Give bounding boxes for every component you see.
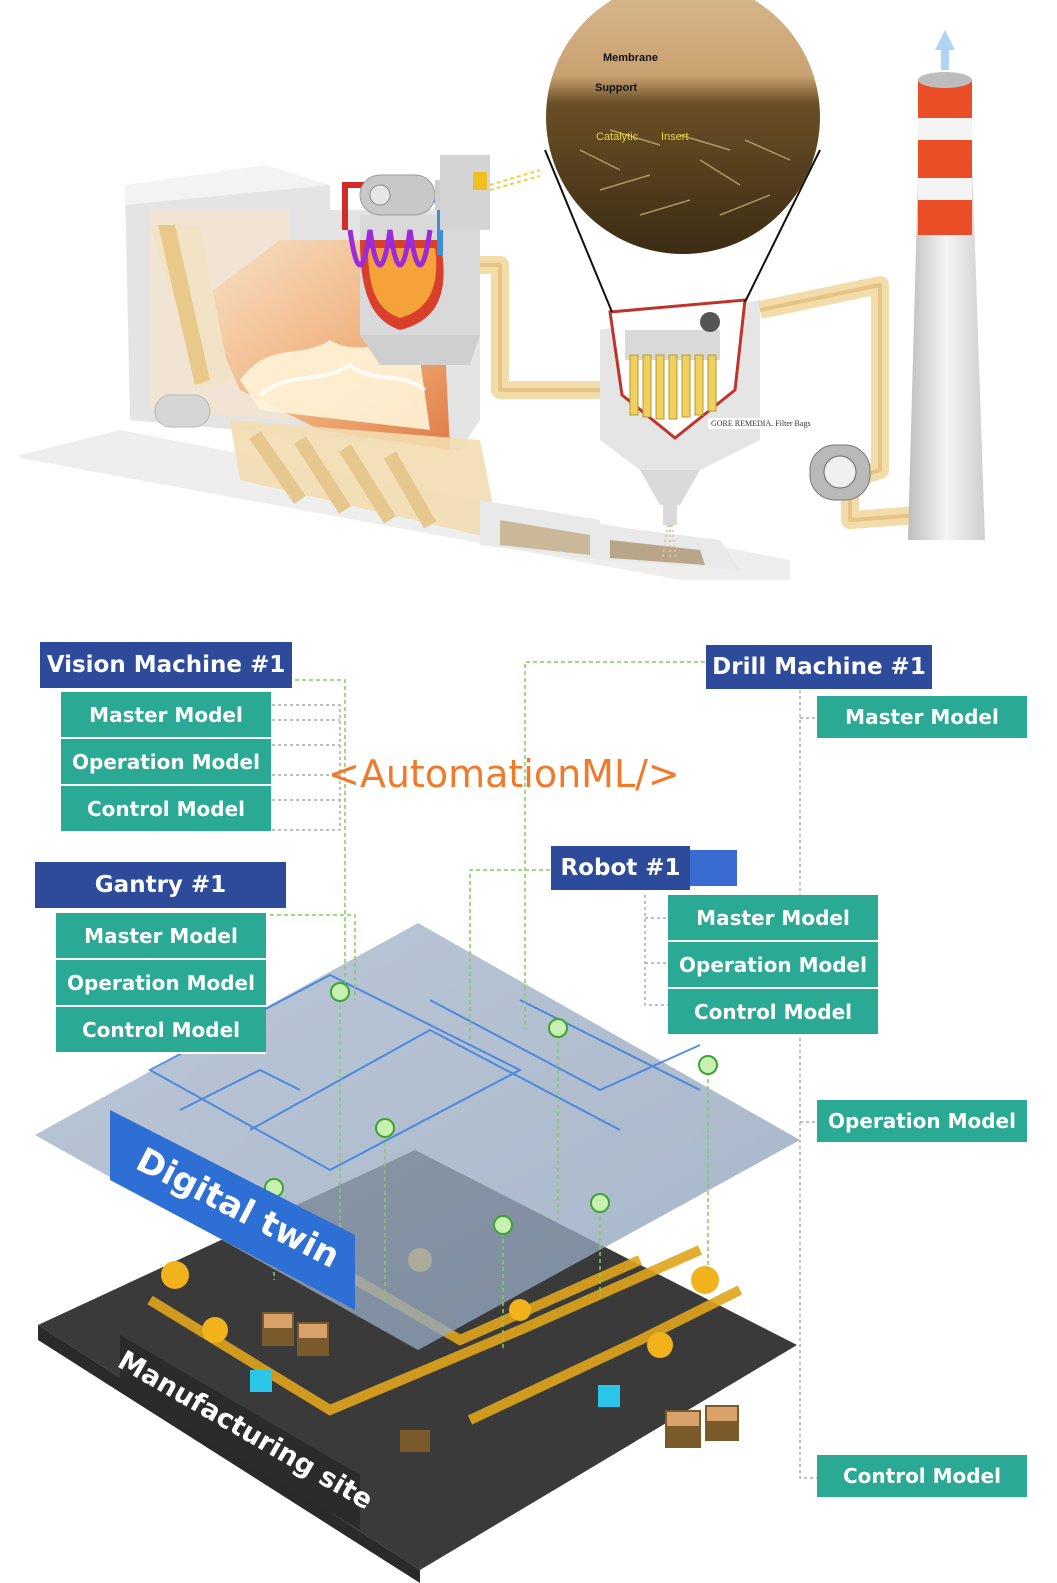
- factory-illustration: [35, 661, 818, 1583]
- automationml-label: <AutomationML/>: [328, 752, 680, 796]
- robot-master-model: Master Model: [668, 895, 878, 942]
- membrane-label: Membrane: [603, 52, 659, 64]
- robot-control-model: Control Model: [668, 989, 878, 1036]
- drill-control-model: Control Model: [817, 1455, 1027, 1499]
- filter-bags-tag: GORE REMEDIA. Filter Bags: [708, 418, 814, 429]
- catalytic-label: Catalytic: [596, 131, 639, 143]
- vision-operation-model: Operation Model: [61, 739, 271, 786]
- vision-master-model: Master Model: [61, 692, 271, 739]
- drill-operation-model: Operation Model: [817, 1100, 1027, 1144]
- drill-master-model: Master Model: [817, 696, 1027, 740]
- incinerator-illustration: [20, 0, 985, 580]
- drill-machine-header: Drill Machine #1: [706, 645, 932, 689]
- support-label: Support: [595, 82, 638, 94]
- gantry-header: Gantry #1: [35, 862, 286, 908]
- gantry-control-model: Control Model: [56, 1007, 266, 1054]
- vision-machine-header: Vision Machine #1: [40, 642, 292, 688]
- gantry-master-model: Master Model: [56, 913, 266, 960]
- robot-operation-model: Operation Model: [668, 942, 878, 989]
- vision-control-model: Control Model: [61, 786, 271, 833]
- insert-label: Insert: [661, 131, 689, 143]
- robot-header: Robot #1: [551, 846, 690, 890]
- gantry-operation-model: Operation Model: [56, 960, 266, 1007]
